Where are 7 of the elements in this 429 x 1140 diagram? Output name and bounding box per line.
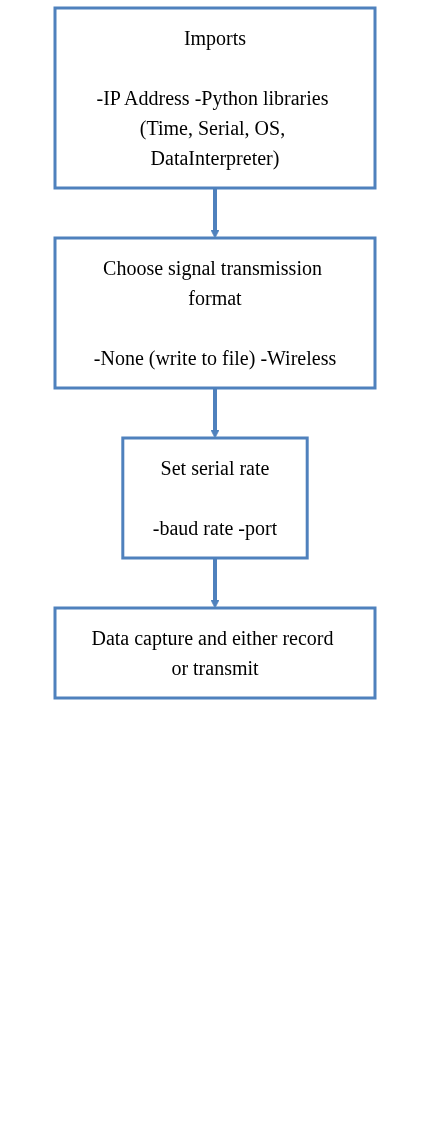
node-box: Set serial rate -baud rate -port <box>120 436 309 560</box>
arrow <box>210 558 219 609</box>
node-box: Imports -IP Address -Python libraries (Time, Serial, OS, DataInterpreter) <box>53 6 376 190</box>
node-box: Data capture and either record or transmit <box>53 606 376 700</box>
arrow <box>210 388 219 439</box>
arrow <box>210 188 219 239</box>
node-box: Choose signal transmission format -None (write to file) -Wireless <box>53 236 376 390</box>
